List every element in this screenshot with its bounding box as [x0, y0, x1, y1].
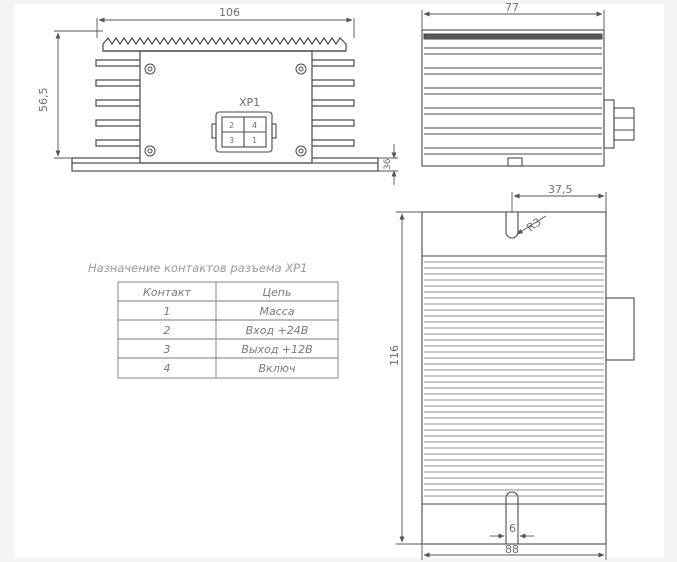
pin-table-cell: 4: [164, 362, 171, 375]
pin-table-header: Цепь: [263, 286, 292, 299]
side-dimension-lines: [421, 10, 605, 30]
plan-dimension-lines: [396, 192, 607, 560]
dim-slot-width: 6: [509, 522, 516, 535]
dim-width-side: 77: [505, 1, 519, 14]
drawing-sheet: [14, 4, 664, 558]
pin-table-header: Контакт: [143, 286, 192, 299]
front-dimension-lines: [54, 17, 398, 185]
pin-table-cell: 3: [164, 343, 171, 356]
dim-height-plan: 116: [388, 345, 401, 366]
pin-table-cell: Выход +12В: [241, 343, 312, 356]
plan-view: [421, 211, 635, 545]
side-view: [421, 29, 635, 167]
connector-label: XP1: [239, 96, 260, 109]
pin-number: 3: [229, 136, 234, 145]
pin-table-grid: [117, 281, 339, 379]
dim-width-plan: 88: [505, 543, 519, 556]
pin-number: 1: [252, 136, 257, 145]
pin-number: 2: [229, 121, 234, 130]
pin-table-cell: Включ: [259, 362, 296, 375]
side-view-fins: [423, 33, 603, 155]
pin-table-cell: Масса: [259, 305, 294, 318]
screw-icons: [144, 63, 307, 157]
pin-table-title: Назначение контактов разъема XP1: [88, 261, 308, 275]
dim-foot-height: 36: [383, 158, 393, 170]
pin-table-cell: 1: [164, 305, 171, 318]
dim-width-top: 106: [219, 6, 240, 19]
dim-slot-offset: 37,5: [548, 183, 573, 196]
dim-height-left: 56,5: [37, 88, 50, 113]
plan-view-fins: [424, 261, 604, 497]
pin-table-cell: Вход +24В: [246, 324, 309, 337]
pin-table-cell: 2: [164, 324, 171, 337]
connector-xp1: [211, 111, 277, 153]
front-view: [71, 36, 379, 172]
pin-number: 4: [252, 121, 257, 130]
